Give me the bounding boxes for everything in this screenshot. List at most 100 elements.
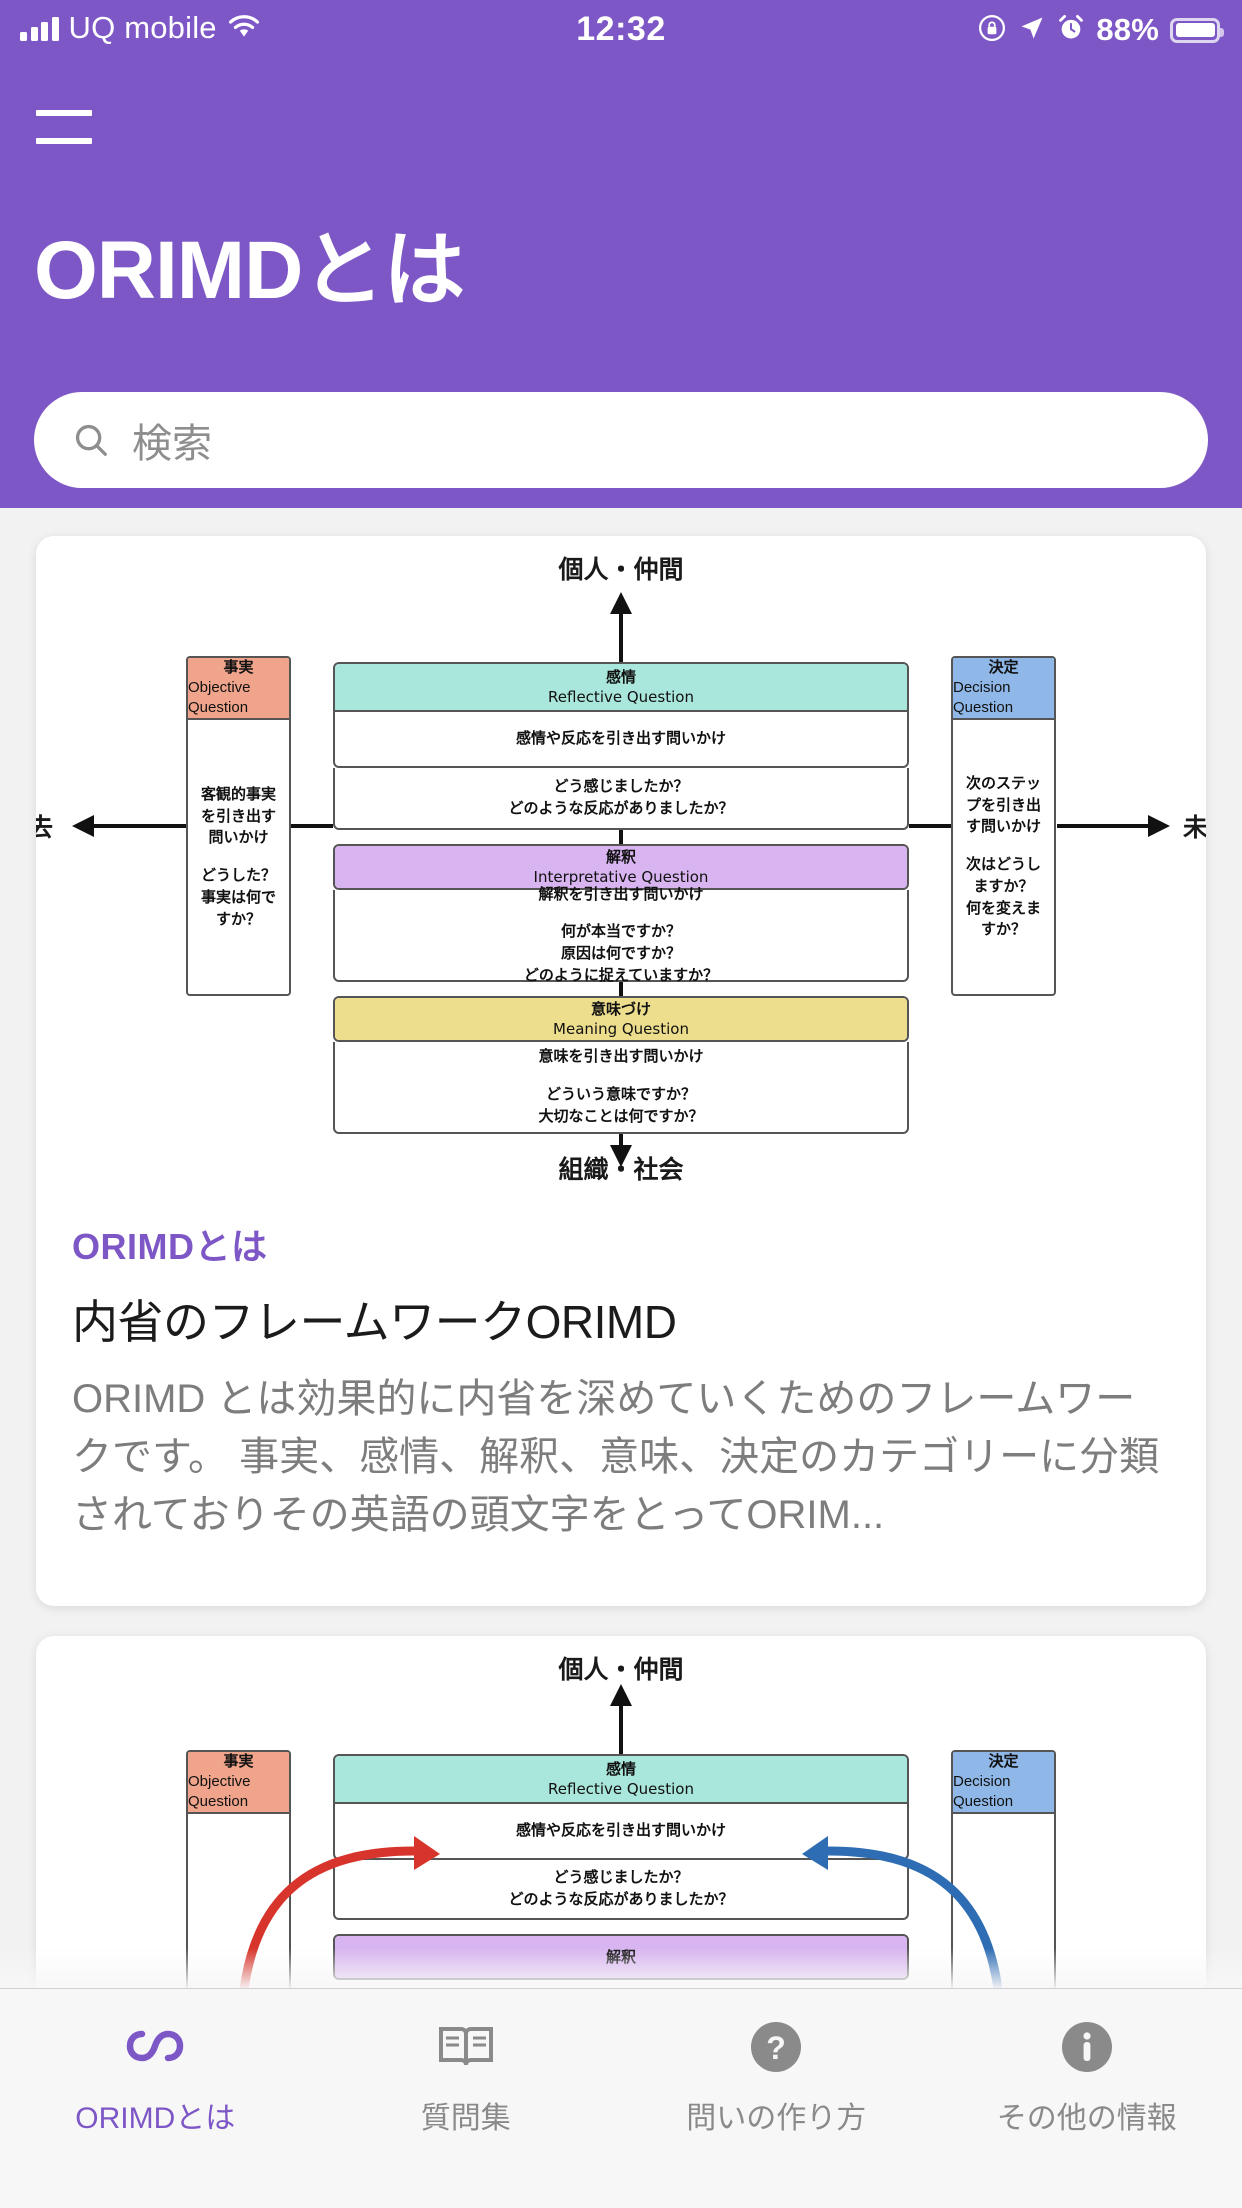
column-title-en: Decision Question [953,1772,1014,1811]
column-title-ja: 感情 [605,667,636,686]
column-body-meaning: 意味を引き出す問いかけ どういう意味ですか？ 大切なことは何ですか？ [333,1042,909,1134]
app-header: UQ mobile 12:32 88% ORIM [0,0,1242,508]
diagram-axis-right-label: 未 [1182,813,1206,842]
axis-line-horizontal-right [1057,824,1149,828]
column-question-1: どう感じましたか？ [553,777,689,796]
column-title-ja: 決定 [988,1752,1019,1770]
axis-arrow-down [610,1145,632,1167]
column-header-reflective: 感情 Reflective Question [335,1756,907,1804]
article-card[interactable]: 個人・仲間 組織・社会 去 未 事実 [36,536,1206,1606]
status-bar: UQ mobile 12:32 88% [0,0,1242,62]
column-lead-text: 感情や反応を引き出す問いかけ [515,1821,726,1840]
tab-label: 問いの作り方 [686,2102,867,2135]
search-input[interactable]: 検索 [34,392,1208,488]
column-content-meaning: 意味を引き出す問いかけ どういう意味ですか？ 大切なことは何ですか？ [335,1042,907,1132]
diagram-axis-top-label: 個人・仲間 [558,555,684,584]
column-body-decision: 次のステップを引き出す問いかけ 次はどうしますか？ 何を変えますか？ [953,720,1054,994]
tab-how-to-ask[interactable]: ? 問いの作り方 [621,2015,932,2137]
diagram-axis-left-label: 去 [36,813,54,842]
column-title-en: Objective Question [188,678,251,717]
alarm-clock-icon [1057,14,1085,47]
column-question-list-reflective: どう感じましたか？ どのような反応がありましたか？ [335,768,907,828]
diagram-column-interpretative: 解釈 Interpretative Question [333,844,909,890]
column-header-objective: 事実 Objective Question [188,1752,289,1814]
column-question-2: 事実は何ですか？ [200,888,276,928]
diagram-column-reflective: 感情 Reflective Question 感情や反応を引き出す問いかけ [333,662,909,768]
column-question-2: どのような反応がありましたか？ [508,799,734,817]
column-lead-text: 意味を引き出す問いかけ [538,1047,704,1066]
search-icon [72,421,110,459]
column-question-3: どのように捉えていますか？ [523,965,719,984]
orimd-diagram: 個人・仲間 組織・社会 去 未 事実 [36,536,1206,1196]
column-body-reflective: 感情や反応を引き出す問いかけ [335,1804,907,1858]
tab-label: ORIMDとは [75,2102,236,2135]
tab-label: その他の情報 [996,2102,1177,2135]
wifi-icon [227,13,261,44]
carrier-label: UQ mobile [68,10,217,45]
column-question-list-reflective: どう感じましたか？ どのような反応がありましたか？ [335,1860,907,1918]
content-scroll-area[interactable]: 個人・仲間 組織・社会 去 未 事実 [0,508,1242,2056]
column-question-1: どういう意味ですか？ [545,1085,696,1104]
column-title-en: Objective Question [188,1772,251,1811]
signal-bars-icon [20,15,59,41]
column-body-interpretative: 解釈を引き出す問いかけ 何が本当ですか？ 原因は何ですか？ どのように捉えていま… [333,885,909,984]
column-title-ja: 感情 [605,1759,636,1778]
axis-arrow-up [610,592,632,614]
axis-line-vertical-top [619,1706,623,1754]
column-title-en: Reflective Question [548,1780,694,1798]
column-questions-reflective: どう感じましたか？ どのような反応がありましたか？ [333,1860,909,1920]
axis-arrow-left [72,815,94,837]
diagram-column-decision: 決定 Decision Question 次のステップを引き出す問いかけ 次はど… [951,656,1056,996]
column-questions-reflective: どう感じましたか？ どのような反応がありましたか？ [333,768,909,830]
diagram-column-objective: 事実 Objective Question 客観的事実を引き出す問いかけ どうし… [186,656,291,996]
svg-text:?: ? [766,2030,786,2066]
column-title-en: Meaning Question [553,1020,689,1038]
column-title-ja: 事実 [223,1752,254,1770]
column-header-meaning: 意味づけ Meaning Question [335,998,907,1040]
column-header-objective: 事実 Objective Question [188,658,289,720]
axis-arrow-up [610,1684,632,1706]
column-question-1: どうした？ [200,867,276,884]
column-question-1: 次はどうしますか？ [965,856,1041,895]
article-text-block: ORIMDとは 内省のフレームワークORIMD ORIMD とは効果的に内省を深… [36,1196,1206,1544]
hamburger-menu-icon[interactable] [36,104,92,150]
column-question-2: どのような反応がありましたか？ [508,1890,734,1908]
column-title-en: Interpretative Question [533,868,709,886]
rotation-lock-icon [977,13,1007,48]
axis-link-reflective-interpretative [619,830,623,844]
status-bar-right: 88% [977,12,1224,48]
column-title-en: Decision Question [953,678,1014,717]
diagram-axis-top-label: 個人・仲間 [558,1655,684,1684]
tab-orimd[interactable]: ORIMDとは [0,2015,311,2137]
question-mark-icon: ? [741,2015,811,2079]
column-header-decision: 決定 Decision Question [953,658,1054,720]
article-kicker: ORIMDとは [72,1226,268,1267]
axis-link-center-right [909,824,951,828]
column-question-2: 大切なことは何ですか？ [538,1106,704,1125]
axis-link-left-center [291,824,333,828]
column-lead-text: 解釈を引き出す問いかけ [538,884,704,903]
article-title: 内省のフレームワークORIMD [72,1296,677,1348]
diagram-column-reflective: 感情 Reflective Question 感情や反応を引き出す問いかけ [333,1754,909,1860]
open-book-icon [431,2015,501,2079]
column-header-decision: 決定 Decision Question [953,1752,1054,1814]
axis-line-horizontal-left [94,824,186,828]
tab-questions[interactable]: 質問集 [311,2015,622,2137]
scroll-fade-overlay [0,1948,1242,1988]
column-title-ja: 決定 [988,658,1019,676]
column-question-2: 原因は何ですか？ [560,944,681,962]
status-bar-clock: 12:32 [576,10,666,48]
location-arrow-icon [1018,14,1046,47]
column-lead-text: 感情や反応を引き出す問いかけ [515,729,726,748]
column-header-interpretative: 解釈 Interpretative Question [335,846,907,888]
axis-arrow-right [1148,815,1170,837]
tab-other-info[interactable]: その他の情報 [932,2015,1242,2137]
column-title-ja: 意味づけ [590,999,651,1018]
column-content-interpretative: 解釈を引き出す問いかけ 何が本当ですか？ 原因は何ですか？ どのように捉えていま… [335,885,907,984]
battery-percent-label: 88% [1096,12,1159,47]
column-body-reflective: 感情や反応を引き出す問いかけ [335,712,907,766]
column-title-en: Reflective Question [548,688,694,706]
infinity-loop-icon [120,2015,190,2079]
column-question-2: 何を変えますか？ [965,899,1041,939]
